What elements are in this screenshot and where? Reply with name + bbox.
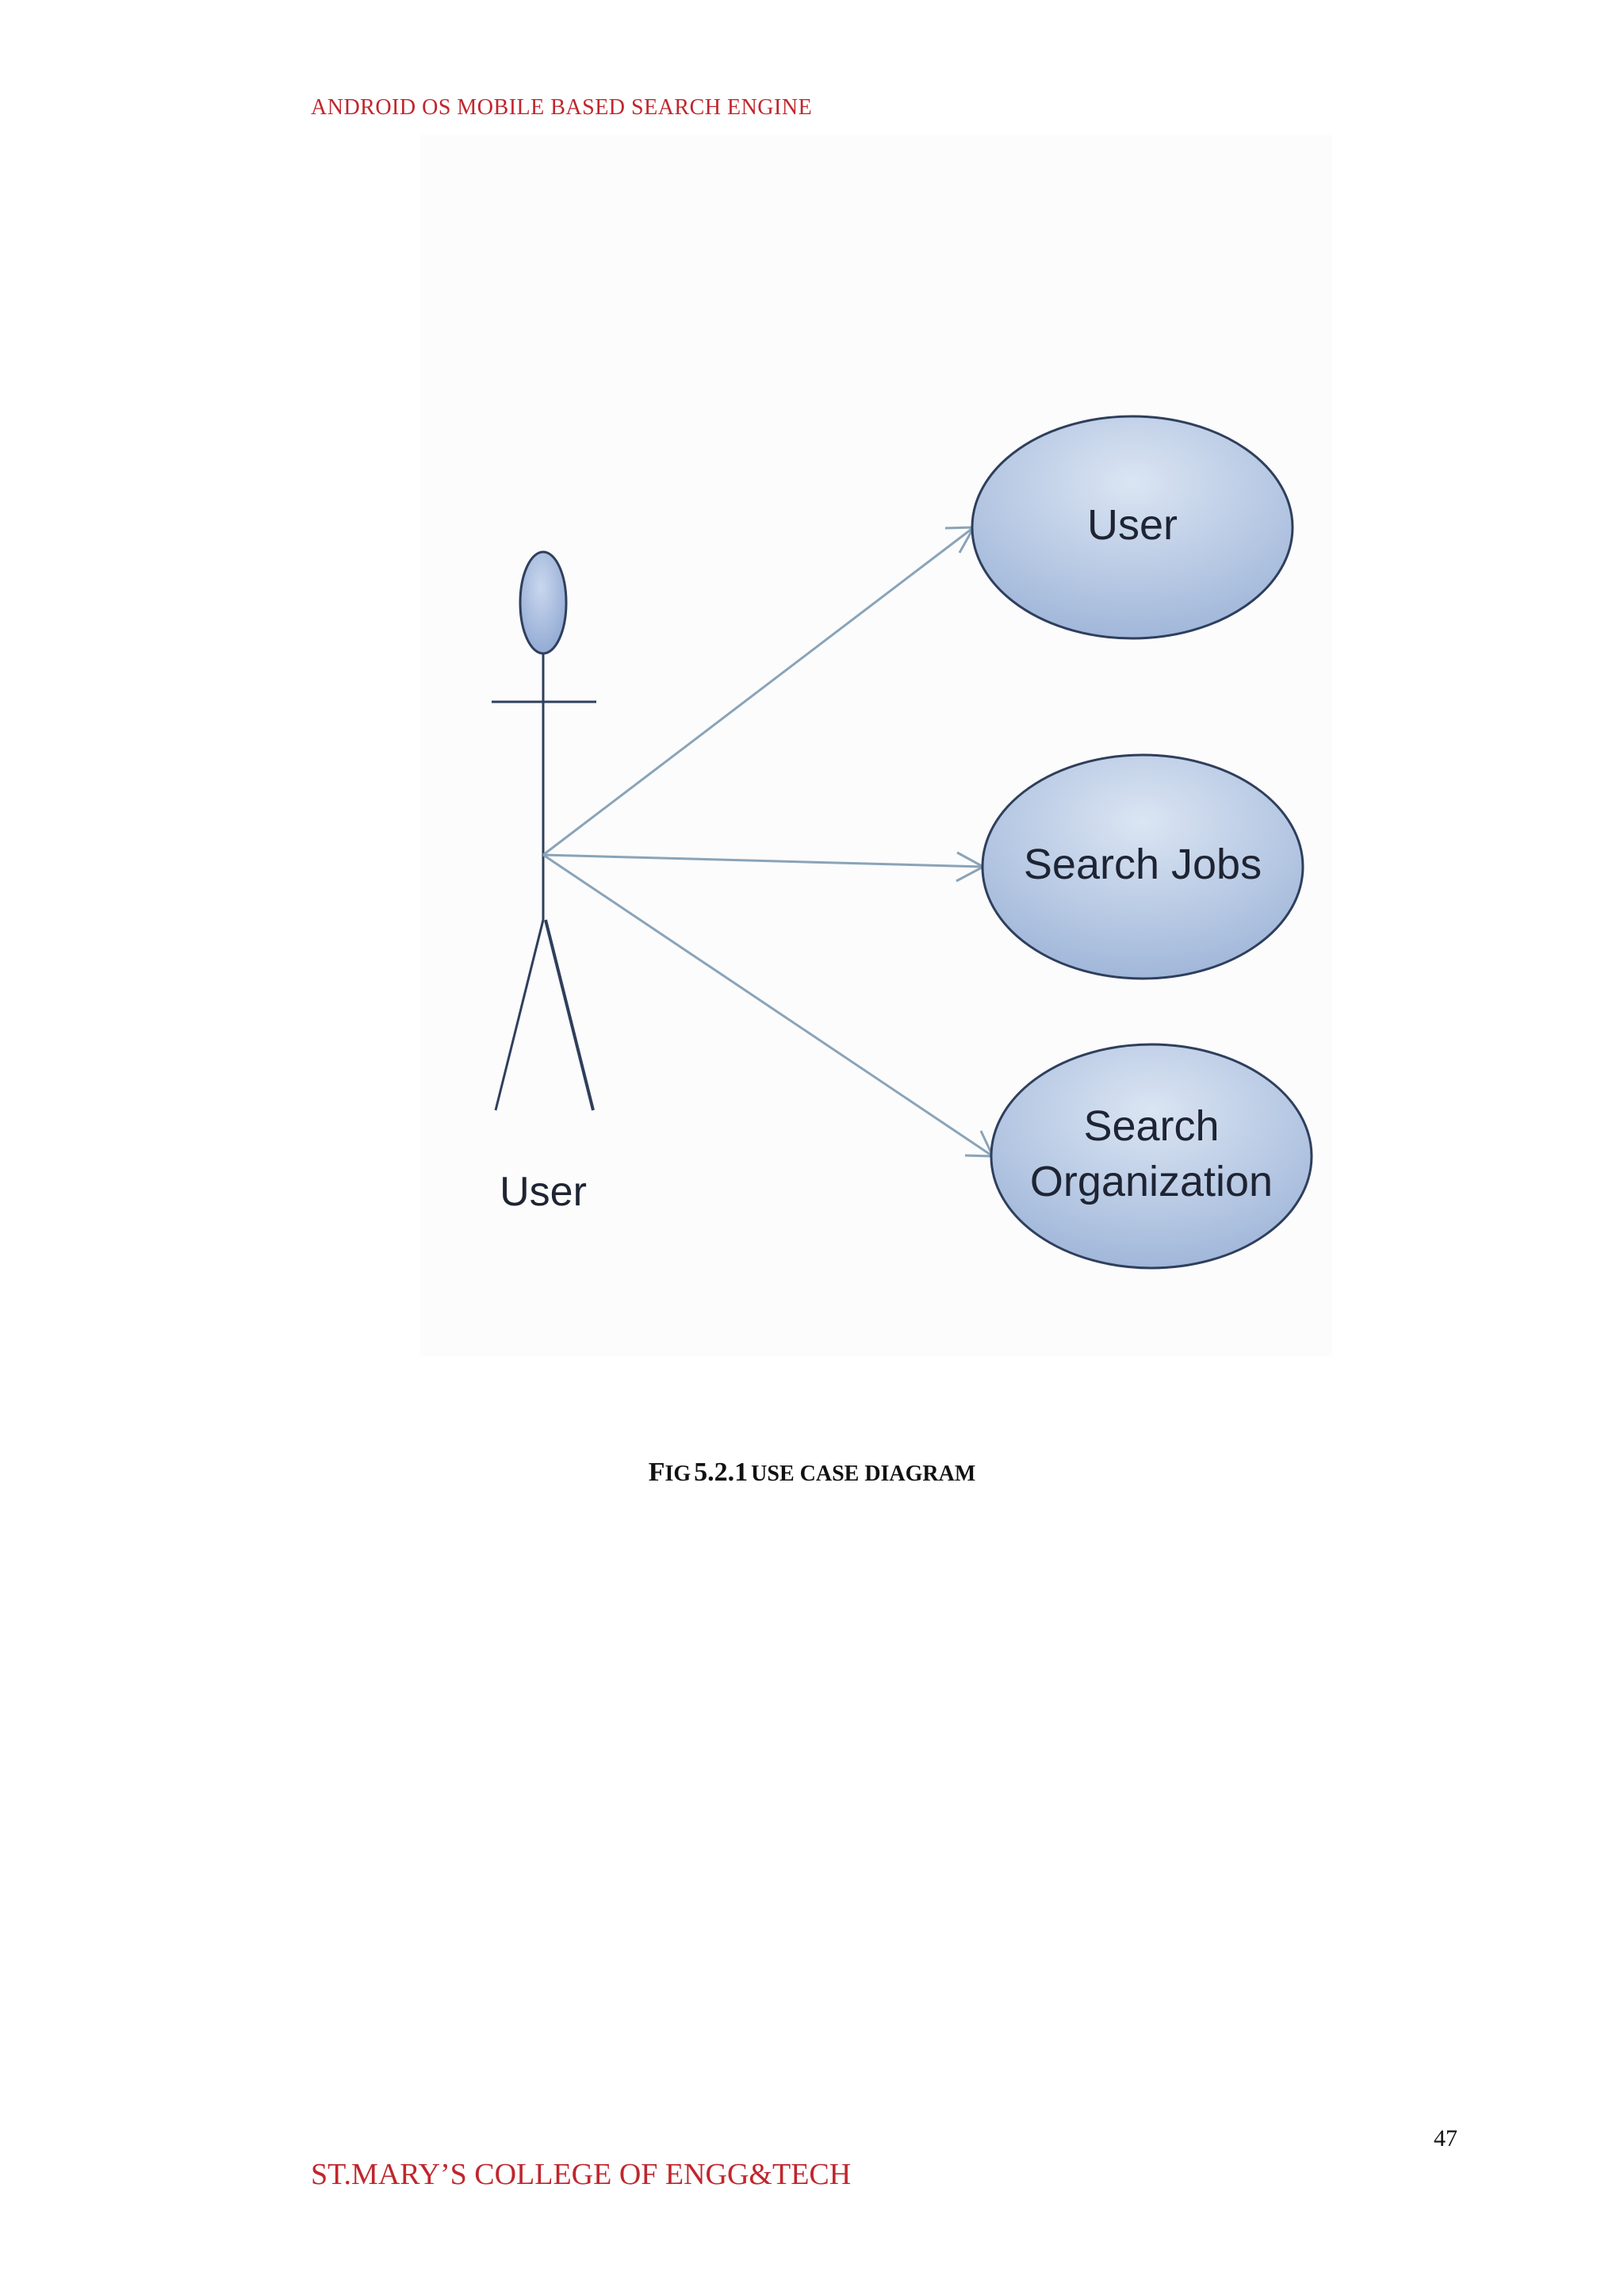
- use-case-search-organization: Search Organization: [990, 1043, 1313, 1270]
- use-case-search-jobs: Search Jobs: [981, 753, 1304, 980]
- use-case-search-jobs-label: Search Jobs: [1024, 841, 1262, 888]
- actor-label: User: [500, 1169, 587, 1215]
- running-footer: ST.MARY’S COLLEGE OF ENGG&TECH: [311, 2158, 852, 2191]
- caption-number: 5.2.1: [694, 1458, 749, 1487]
- associations: [542, 526, 995, 1158]
- figure-caption: FIG 5.2.1 USE CASE DIAGRAM: [0, 1458, 1624, 1488]
- caption-fig-initial: F: [648, 1458, 665, 1487]
- actor-head: [519, 550, 568, 655]
- actor-right-leg: [544, 919, 595, 1111]
- actor-figure: User: [492, 550, 596, 1215]
- association-arrow-search-jobs: [542, 853, 984, 868]
- caption-fig-rest: IG: [665, 1462, 691, 1486]
- use-case-search-organization-ellipse: [990, 1043, 1313, 1270]
- use-case-search-jobs-ellipse: [981, 753, 1304, 980]
- page-number: 47: [1434, 2125, 1457, 2151]
- use-case-user-ellipse: [971, 415, 1294, 640]
- use-case-user-label: User: [1087, 501, 1178, 549]
- caption-title: USE CASE DIAGRAM: [751, 1462, 976, 1486]
- association-arrow-user: [542, 526, 975, 856]
- use-case-search-organization-label-line1: Search: [1083, 1102, 1219, 1150]
- actor-left-leg: [494, 919, 545, 1111]
- association-arrow-search-organization: [542, 853, 994, 1158]
- use-case-search-organization-label-line2: Organization: [1030, 1158, 1273, 1205]
- use-case-user: User: [971, 415, 1294, 640]
- running-header: ANDROID OS MOBILE BASED SEARCH ENGINE: [311, 95, 813, 120]
